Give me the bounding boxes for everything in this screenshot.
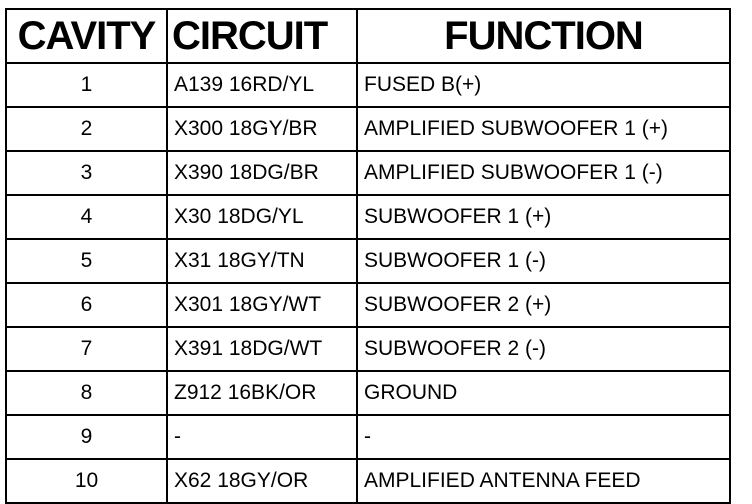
function-cell: SUBWOOFER 2 (-) <box>356 326 731 372</box>
header-cavity: CAVITY <box>5 8 168 64</box>
function-cell: SUBWOOFER 1 (-) <box>356 238 731 284</box>
circuit-cell: X391 18DG/WT <box>166 326 358 372</box>
function-cell: - <box>356 414 731 460</box>
header-circuit: CIRCUIT <box>166 8 358 64</box>
table-row: 10 X62 18GY/OR AMPLIFIED ANTENNA FEED <box>5 458 731 504</box>
cavity-cell: 3 <box>5 150 168 196</box>
circuit-cell: - <box>166 414 358 460</box>
table-row: 6 X301 18GY/WT SUBWOOFER 2 (+) <box>5 282 731 328</box>
function-cell: FUSED B(+) <box>356 62 731 108</box>
cavity-cell: 2 <box>5 106 168 152</box>
cavity-cell: 4 <box>5 194 168 240</box>
function-cell: AMPLIFIED SUBWOOFER 1 (-) <box>356 150 731 196</box>
circuit-cell: X62 18GY/OR <box>166 458 358 504</box>
table-row: 5 X31 18GY/TN SUBWOOFER 1 (-) <box>5 238 731 284</box>
circuit-cell: Z912 16BK/OR <box>166 370 358 416</box>
table-row: 4 X30 18DG/YL SUBWOOFER 1 (+) <box>5 194 731 240</box>
table-row: 9 - - <box>5 414 731 460</box>
header-row: CAVITY CIRCUIT FUNCTION <box>5 8 731 64</box>
table-header: CAVITY CIRCUIT FUNCTION <box>5 8 731 64</box>
function-cell: AMPLIFIED ANTENNA FEED <box>356 458 731 504</box>
function-cell: GROUND <box>356 370 731 416</box>
circuit-cell: X30 18DG/YL <box>166 194 358 240</box>
table-row: 1 A139 16RD/YL FUSED B(+) <box>5 62 731 108</box>
cavity-cell: 10 <box>5 458 168 504</box>
table-body: 1 A139 16RD/YL FUSED B(+) 2 X300 18GY/BR… <box>5 62 731 504</box>
table-row: 8 Z912 16BK/OR GROUND <box>5 370 731 416</box>
table-row: 2 X300 18GY/BR AMPLIFIED SUBWOOFER 1 (+) <box>5 106 731 152</box>
circuit-cell: X300 18GY/BR <box>166 106 358 152</box>
cavity-cell: 8 <box>5 370 168 416</box>
table-row: 7 X391 18DG/WT SUBWOOFER 2 (-) <box>5 326 731 372</box>
cavity-cell: 9 <box>5 414 168 460</box>
circuit-cell: X31 18GY/TN <box>166 238 358 284</box>
function-cell: SUBWOOFER 2 (+) <box>356 282 731 328</box>
circuit-cell: X301 18GY/WT <box>166 282 358 328</box>
cavity-cell: 1 <box>5 62 168 108</box>
cavity-cell: 7 <box>5 326 168 372</box>
function-cell: AMPLIFIED SUBWOOFER 1 (+) <box>356 106 731 152</box>
table-row: 3 X390 18DG/BR AMPLIFIED SUBWOOFER 1 (-) <box>5 150 731 196</box>
circuit-cell: A139 16RD/YL <box>166 62 358 108</box>
circuit-cell: X390 18DG/BR <box>166 150 358 196</box>
cavity-cell: 5 <box>5 238 168 284</box>
function-cell: SUBWOOFER 1 (+) <box>356 194 731 240</box>
connector-pinout-table: CAVITY CIRCUIT FUNCTION 1 A139 16RD/YL F… <box>5 8 731 504</box>
cavity-cell: 6 <box>5 282 168 328</box>
header-function: FUNCTION <box>356 8 731 64</box>
